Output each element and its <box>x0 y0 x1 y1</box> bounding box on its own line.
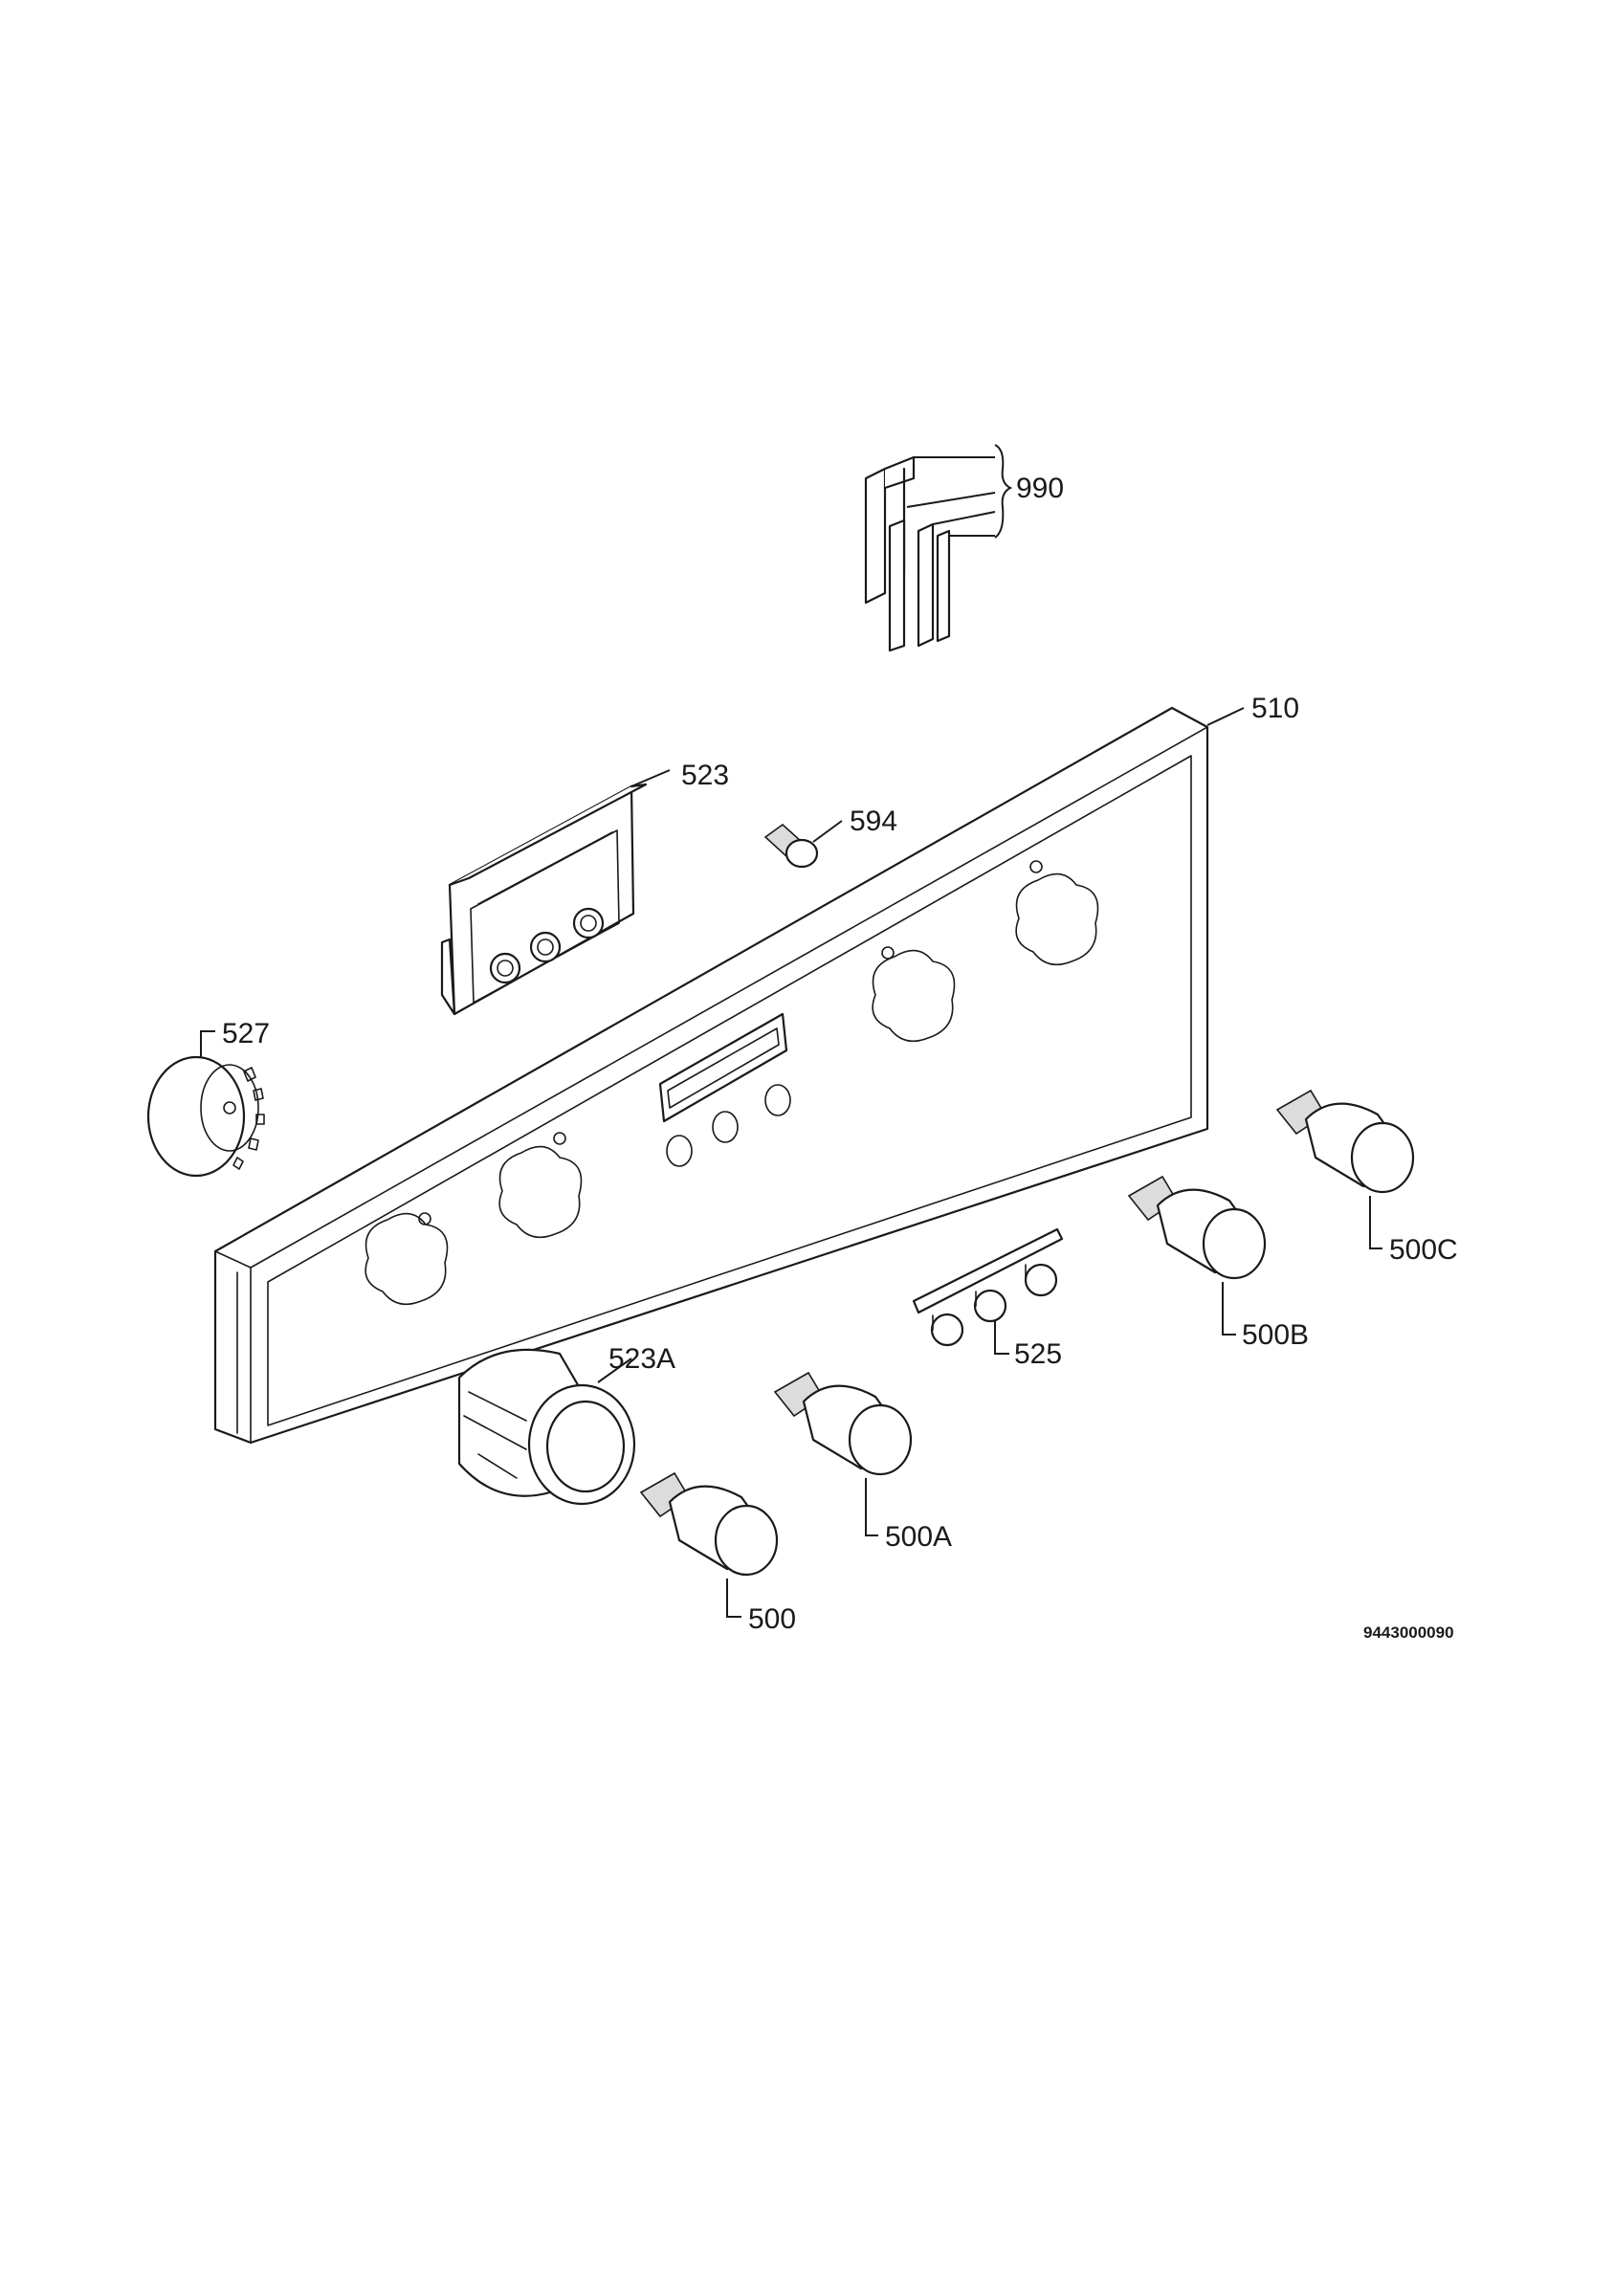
callout-500a: 500A <box>885 1521 952 1553</box>
panel-display-window <box>658 1012 791 1167</box>
part-500c-knob <box>1275 1089 1415 1249</box>
part-594-plug <box>763 820 843 869</box>
part-525-button-strip <box>912 1227 1064 1355</box>
part-510-control-panel <box>213 706 1245 1445</box>
callout-990: 990 <box>1016 473 1064 504</box>
part-500b-knob <box>1127 1175 1267 1336</box>
callout-500b: 500B <box>1242 1319 1309 1351</box>
callout-594: 594 <box>850 806 897 837</box>
part-500a-knob <box>773 1371 913 1536</box>
diagram-reference-number: 9443000090 <box>1363 1623 1454 1642</box>
callout-523a: 523A <box>608 1343 675 1375</box>
callout-523: 523 <box>681 760 729 791</box>
callout-525: 525 <box>1014 1338 1062 1370</box>
callout-527: 527 <box>222 1018 270 1049</box>
part-990-brackets <box>864 444 1013 652</box>
callout-500c: 500C <box>1389 1234 1458 1266</box>
callout-500: 500 <box>748 1603 796 1635</box>
callout-510: 510 <box>1251 693 1299 724</box>
part-523a-knob-housing <box>457 1348 636 1506</box>
part-500-knob <box>639 1471 779 1618</box>
part-523-timer-frame <box>440 769 671 1016</box>
part-527-ring <box>146 1030 265 1178</box>
panel-knob-holes <box>365 860 1099 1306</box>
